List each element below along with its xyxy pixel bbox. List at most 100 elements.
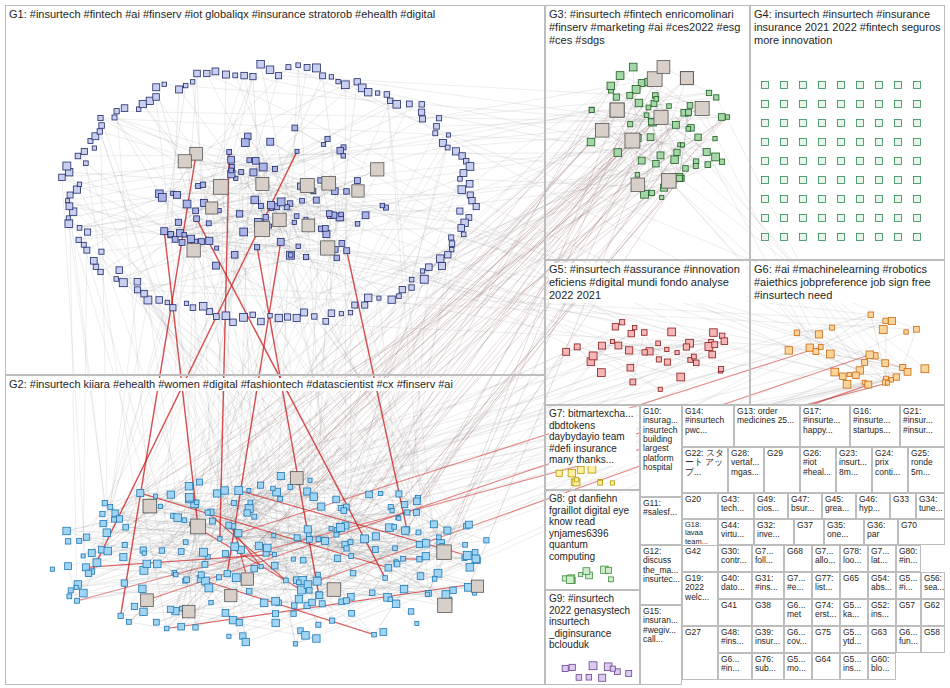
group-label: G58	[924, 628, 940, 637]
group-label: G6: #ai #machinelearning #robotics #aiet…	[754, 263, 941, 303]
network-edge	[263, 167, 335, 191]
network-vertex	[84, 247, 90, 253]
network-vertex	[695, 134, 701, 140]
network-vertex	[339, 212, 343, 216]
network-vertex	[895, 158, 902, 165]
network-vertex	[233, 73, 238, 78]
network-vertex	[379, 491, 383, 495]
network-vertex	[84, 161, 89, 166]
network-vertex	[153, 94, 160, 101]
group-box: G32: inve...	[754, 519, 794, 545]
network-vertex	[289, 253, 293, 257]
network-vertex	[258, 318, 264, 324]
network-vertex	[914, 82, 921, 89]
network-vertex	[921, 365, 929, 373]
network-vertex	[229, 616, 237, 624]
network-vertex	[185, 483, 192, 490]
network-vertex	[300, 179, 314, 193]
network-vertex	[610, 340, 614, 344]
network-vertex	[632, 85, 640, 93]
network-vertex	[120, 554, 127, 561]
network-vertex	[800, 234, 807, 241]
network-vertex	[341, 81, 349, 89]
network-edge	[231, 77, 253, 160]
group-box: G7... #e...	[784, 572, 812, 599]
network-edge	[101, 118, 892, 380]
network-edge	[797, 333, 896, 377]
network-vertex	[339, 312, 343, 316]
network-vertex	[330, 618, 335, 623]
network-vertex	[706, 90, 711, 95]
group-box: G76: sub...	[752, 653, 784, 680]
network-vertex	[321, 241, 335, 255]
network-vertex	[175, 219, 181, 225]
network-vertex	[438, 598, 452, 612]
network-vertex	[167, 606, 173, 612]
network-vertex	[91, 257, 98, 264]
network-edge	[167, 584, 478, 629]
network-edge	[332, 382, 864, 620]
network-vertex	[255, 221, 270, 236]
network-vertex	[231, 501, 236, 506]
network-vertex	[762, 120, 769, 127]
network-vertex	[713, 137, 717, 141]
network-vertex	[838, 196, 845, 203]
network-vertex	[77, 182, 81, 186]
network-vertex	[272, 552, 276, 556]
network-vertex	[139, 585, 146, 592]
network-vertex	[712, 342, 718, 348]
network-vertex	[290, 472, 303, 485]
network-edge	[340, 151, 711, 342]
network-edge	[147, 355, 870, 600]
network-vertex	[288, 485, 293, 490]
network-edge	[179, 89, 231, 159]
network-vertex	[762, 82, 769, 89]
network-vertex	[616, 72, 624, 80]
network-edge	[372, 67, 663, 593]
network-vertex	[433, 131, 438, 136]
group-label: G68	[787, 547, 803, 556]
network-edge	[175, 611, 316, 638]
network-vertex	[665, 347, 669, 351]
network-vertex	[876, 139, 883, 146]
network-vertex	[838, 120, 845, 127]
network-vertex	[705, 162, 711, 168]
network-vertex	[914, 101, 921, 108]
network-vertex	[137, 490, 144, 497]
network-vertex	[286, 65, 291, 70]
group-label: G64	[815, 655, 831, 664]
network-vertex	[123, 524, 129, 530]
network-vertex	[313, 577, 321, 585]
network-vertex	[121, 580, 127, 586]
network-vertex	[895, 120, 902, 127]
network-vertex	[819, 158, 826, 165]
network-vertex	[819, 120, 826, 127]
network-vertex	[325, 136, 330, 141]
group-label: G47: bsur...	[791, 495, 819, 514]
group-label: G7: bitmartexcha... dbdtokens daybydayio…	[549, 408, 636, 466]
network-vertex	[583, 568, 590, 575]
network-vertex	[396, 491, 402, 497]
network-vertex	[838, 101, 845, 108]
network-vertex	[673, 122, 680, 129]
network-vertex	[882, 360, 889, 367]
network-vertex	[599, 342, 606, 349]
group-box: G43: tech...	[718, 493, 754, 519]
network-vertex	[318, 503, 325, 510]
group-box: G5... ins...	[840, 653, 868, 680]
network-vertex	[445, 252, 451, 258]
network-vertex	[660, 195, 664, 199]
network-vertex	[255, 542, 262, 549]
network-vertex	[657, 152, 664, 159]
network-vertex	[224, 570, 230, 576]
network-edge	[275, 145, 324, 169]
network-edge	[346, 191, 347, 250]
network-vertex	[914, 234, 921, 241]
network-vertex	[419, 109, 425, 115]
group-label: G60: blo...	[871, 655, 893, 674]
group-label: G22: スタート アップ...	[685, 449, 725, 477]
group-label: G34: tune...	[919, 495, 942, 514]
network-vertex	[206, 221, 211, 226]
network-vertex	[241, 72, 248, 79]
